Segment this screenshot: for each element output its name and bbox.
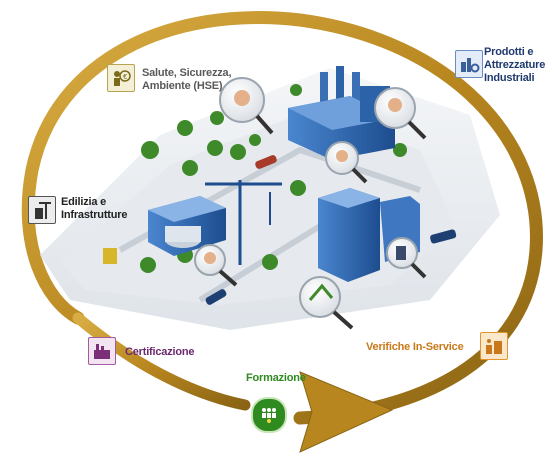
label-formazione: Formazione xyxy=(246,372,306,384)
office-towers xyxy=(318,188,420,282)
label-verifiche: Verifiche In-Service xyxy=(366,341,464,353)
label-hse: Salute, Sicurezza, Ambiente (HSE) xyxy=(142,67,232,92)
label-certificazione: Certificazione xyxy=(125,346,195,358)
vehicles xyxy=(205,155,457,305)
trees xyxy=(140,84,407,273)
people-eco-icon: € xyxy=(107,64,135,92)
building-crane-icon xyxy=(28,196,56,224)
factory-gears-icon xyxy=(455,50,483,78)
label-prodotti: Prodotti e Attrezzature Industriali xyxy=(484,46,546,84)
training-people-icon xyxy=(251,397,287,433)
certificate-factory-icon xyxy=(88,337,116,365)
svg-text:€: € xyxy=(123,73,127,81)
inspection-plant-icon xyxy=(480,332,508,360)
magnifier-lenses xyxy=(194,77,427,330)
cycle-arrow-head xyxy=(299,371,394,453)
construction-site xyxy=(103,180,282,265)
label-edilizia: Edilizia e Infrastrutture xyxy=(61,196,128,221)
